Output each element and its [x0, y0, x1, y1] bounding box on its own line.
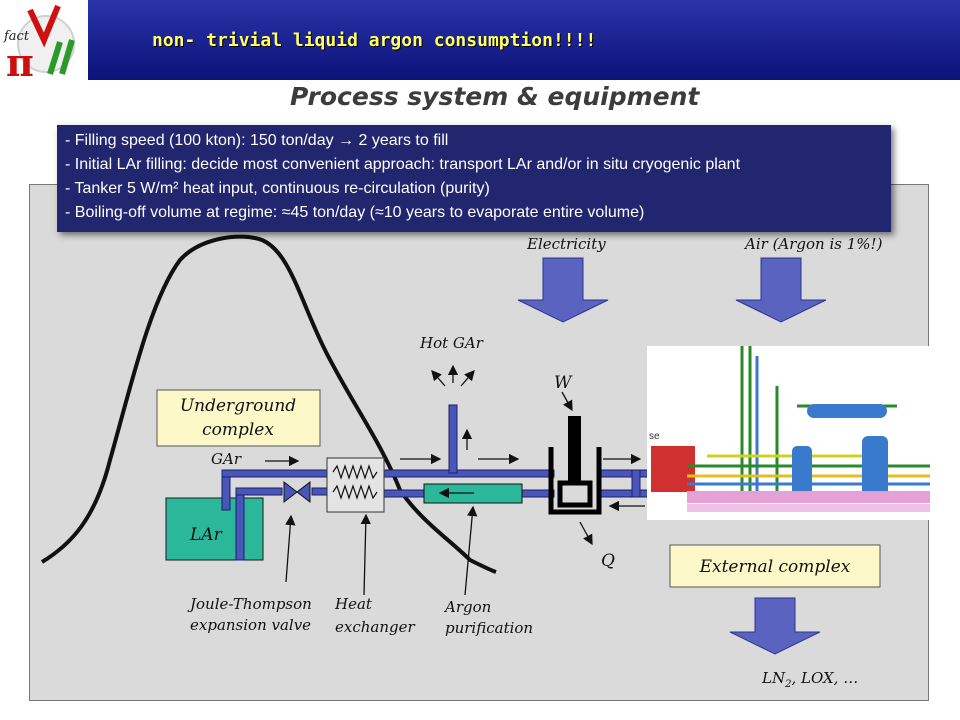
- pipes: [221, 404, 650, 561]
- bullet-item: - Initial LAr filling: decide most conve…: [65, 156, 741, 173]
- hx-label-line2: exchanger: [335, 618, 415, 636]
- gar-label: GAr: [211, 450, 242, 468]
- mountain-outline: [40, 234, 497, 574]
- jt-label-line2: expansion valve: [190, 616, 311, 634]
- jt-label-line1: Joule-Thompson: [187, 595, 312, 613]
- bullet-item: - Tanker 5 W/m² heat input, continuous r…: [65, 180, 490, 197]
- piston-rod: [568, 416, 581, 483]
- external-complex-label: External complex: [699, 557, 851, 577]
- electricity-label: Electricity: [526, 235, 606, 253]
- bullet-item: - Boiling-off volume at regime: ≈45 ton/…: [65, 204, 645, 221]
- q-label: Q: [601, 551, 615, 571]
- bullet-item: - Filling speed (100 kton): 150 ton/day …: [65, 132, 449, 149]
- header-bar: non- trivial liquid argon consumption!!!…: [88, 0, 960, 80]
- plant-partial-label: se: [649, 431, 660, 442]
- lar-tank: [165, 497, 264, 561]
- underground-label-line2: complex: [202, 420, 274, 440]
- hot-gar-label: Hot GAr: [419, 334, 484, 352]
- underground-label-line1: Underground: [180, 396, 296, 416]
- external-complex-box: [669, 544, 881, 588]
- w-label: W: [554, 373, 573, 393]
- fact-logo: fact π: [3, 4, 75, 82]
- air-label: Air (Argon is 1%!): [743, 235, 883, 253]
- page-heading: Process system & equipment: [290, 82, 700, 111]
- underground-box: [156, 389, 321, 447]
- bullet-box: - Filling speed (100 kton): 150 ton/day …: [57, 125, 891, 232]
- output-arrow: [729, 597, 821, 655]
- logo-text: fact: [3, 29, 30, 44]
- output-label: LN2, LOX, …: [761, 669, 858, 690]
- heat-exchanger: [326, 457, 385, 513]
- output-subscript: 2: [784, 679, 791, 690]
- slide-title: non- trivial liquid argon consumption!!!…: [152, 30, 597, 51]
- heat-exchanger-coil: [332, 464, 378, 500]
- purification-label-line2: purification: [445, 619, 533, 637]
- electricity-arrow: [517, 257, 609, 323]
- hx-label-line1: Heat: [334, 595, 373, 613]
- output-suffix: , LOX, …: [791, 669, 858, 687]
- output-prefix: LN: [761, 669, 786, 687]
- air-arrow: [735, 257, 827, 323]
- purification-label-line1: Argon: [443, 598, 491, 616]
- lar-label: LAr: [189, 525, 223, 545]
- cryogenic-plant-image: se: [647, 346, 930, 520]
- jt-valve-icon: [283, 480, 311, 504]
- logo-pi-icon: π: [6, 40, 34, 82]
